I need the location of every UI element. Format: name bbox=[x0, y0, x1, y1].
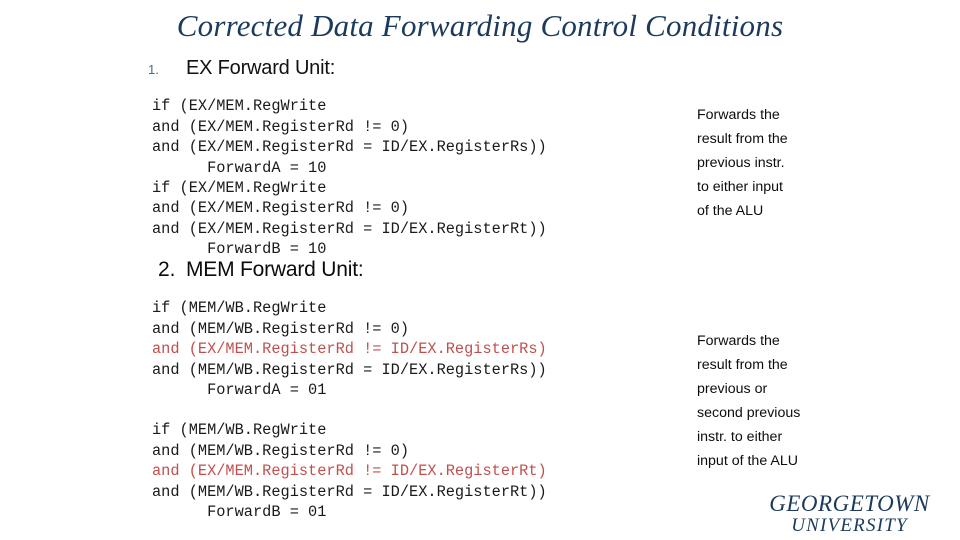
code-line: and (EX/MEM.RegisterRd = ID/EX.RegisterR… bbox=[152, 219, 547, 238]
logo-wordmark-secondary: UNIVERSITY bbox=[791, 515, 908, 536]
annotation-line: Forwards the bbox=[697, 107, 780, 123]
code-line: if (EX/MEM.RegWrite bbox=[152, 178, 327, 197]
section-1-number: 1. bbox=[148, 62, 159, 77]
annotation-line: input of the ALU bbox=[697, 453, 798, 469]
annotation-line: instr. to either bbox=[697, 429, 783, 445]
logo-wordmark-primary: GEORGETOWN bbox=[769, 491, 930, 516]
page-title: Corrected Data Forwarding Control Condit… bbox=[176, 8, 784, 43]
annotation-mem-forward-unit: Forwards the result from the previous or se… bbox=[697, 329, 800, 473]
code-line: if (MEM/WB.RegWrite bbox=[152, 421, 327, 440]
georgetown-university-logo: GEORGETOWN UNIVERSITY bbox=[752, 492, 947, 535]
section-1-heading: 1. EX Forward Unit: bbox=[148, 57, 335, 80]
annotation-line: result from the bbox=[697, 357, 788, 373]
annotation-line: to either input bbox=[697, 179, 783, 195]
code-line: and (EX/MEM.RegisterRd != ID/EX.Register… bbox=[152, 340, 547, 359]
section-1-title: EX Forward Unit: bbox=[186, 57, 336, 79]
annotation-line: second previous bbox=[697, 405, 801, 421]
code-line: if (EX/MEM.RegWrite bbox=[152, 97, 327, 116]
annotation-line: Forwards the bbox=[697, 333, 780, 349]
section-2-title: MEM Forward Unit: bbox=[186, 258, 364, 281]
code-line: ForwardA = 10 bbox=[152, 158, 327, 177]
code-line: if (MEM/WB.RegWrite bbox=[152, 299, 327, 318]
code-line: and (EX/MEM.RegisterRd != 0) bbox=[152, 199, 410, 218]
code-line: and (MEM/WB.RegisterRd = ID/EX.RegisterR… bbox=[152, 482, 547, 501]
code-line: and (EX/MEM.RegisterRd = ID/EX.RegisterR… bbox=[152, 138, 547, 157]
section-2-heading: 2. MEM Forward Unit: bbox=[158, 258, 364, 282]
annotation-line: result from the bbox=[697, 131, 788, 147]
code-line: and (MEM/WB.RegisterRd != 0) bbox=[152, 441, 410, 460]
annotation-ex-forward-unit: Forwards the result from the previous inst… bbox=[697, 103, 788, 223]
code-line: ForwardA = 01 bbox=[152, 380, 327, 399]
annotation-line: previous instr. bbox=[697, 155, 785, 171]
code-line: and (MEM/WB.RegisterRd != 0) bbox=[152, 319, 410, 338]
annotation-line: of the ALU bbox=[697, 203, 764, 219]
code-line: ForwardB = 01 bbox=[152, 502, 327, 521]
code-line: and (EX/MEM.RegisterRd != ID/EX.Register… bbox=[152, 462, 547, 481]
code-line: and (MEM/WB.RegisterRd = ID/EX.RegisterR… bbox=[152, 360, 547, 379]
code-line: and (EX/MEM.RegisterRd != 0) bbox=[152, 117, 410, 136]
code-line: ForwardB = 10 bbox=[152, 240, 327, 259]
section-2-number: 2. bbox=[158, 258, 176, 281]
annotation-line: previous or bbox=[697, 381, 768, 397]
